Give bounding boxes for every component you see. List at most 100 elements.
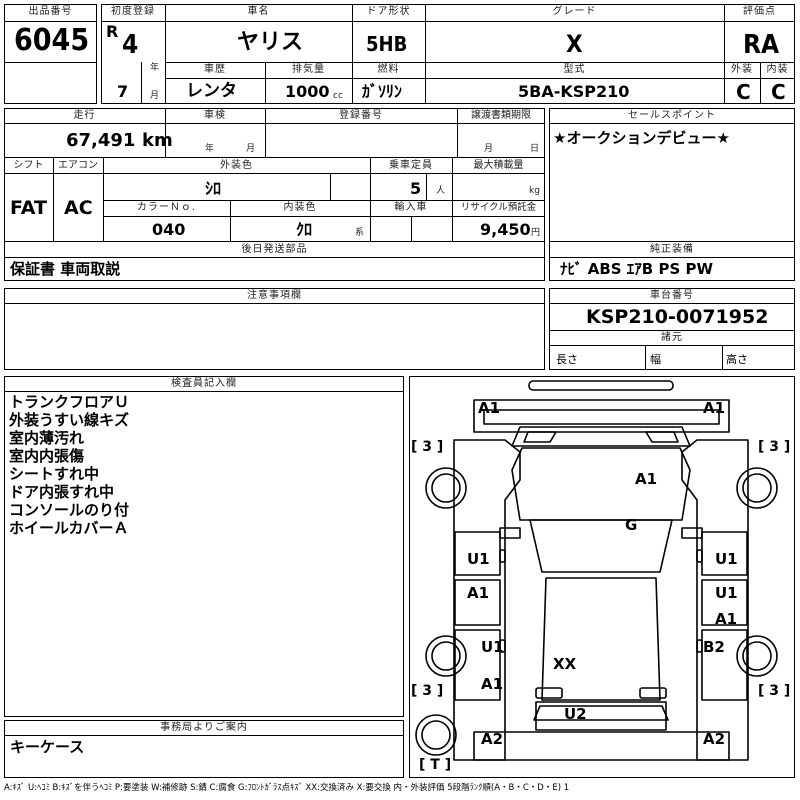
first-reg-label: 初度登録 <box>111 6 155 17</box>
right-fender-mark: U1 <box>715 550 738 568</box>
height-label: 高さ <box>726 353 748 366</box>
color-no-label: カラーＮｏ. <box>136 202 197 213</box>
office-text: キーケース <box>10 738 85 756</box>
sales-box <box>549 108 795 281</box>
inspector-label: 検査員記入欄 <box>171 378 237 389</box>
office-label: 事務局よりご案内 <box>160 722 248 733</box>
era: R <box>106 22 119 41</box>
inspection-label: 車検 <box>204 110 226 121</box>
inspector-box <box>4 376 404 717</box>
mileage-label: 走行 <box>73 110 96 121</box>
reg-month: 7 <box>117 82 129 101</box>
exterior-grade: C <box>736 80 751 104</box>
grade-label: グレード <box>552 6 597 17</box>
transfer-month-unit: 月 <box>484 144 494 154</box>
transfer-label: 譲渡書類期限 <box>471 110 531 121</box>
equipment: ﾅﾋﾞ ABS ｴｱB PS PW <box>560 260 714 278</box>
list-item: トランクフロアＵ <box>9 393 130 411</box>
import-label: 輸入車 <box>394 202 428 213</box>
trunk-mark: U2 <box>564 705 587 723</box>
list-item: 外装うすい線キズ <box>9 411 130 429</box>
windshield-mark: G <box>625 516 638 534</box>
capacity-label: 乗車定員 <box>389 160 433 171</box>
inspector-notes-list: トランクフロアＵ 外装うすい線キズ 室内薄汚れ 室内内張傷 シートすれ中 ドア内… <box>9 393 129 537</box>
left-quarter-mark: A1 <box>481 675 504 693</box>
left-fender-mark: U1 <box>467 550 490 568</box>
displacement-label: 排気量 <box>292 64 325 75</box>
shift-label: シフト <box>13 160 44 171</box>
width-label: 幅 <box>650 353 661 366</box>
roof-mark: XX <box>553 655 577 673</box>
front-left-bumper-mark: A1 <box>478 399 501 417</box>
rear-right-tire-mark: [ 3 ] <box>758 683 791 699</box>
car-name: ヤリス <box>237 30 304 55</box>
capacity: 5 <box>410 179 422 198</box>
left-front-door-mark: A1 <box>467 584 490 602</box>
fuel: ｶﾞｿﾘﾝ <box>362 82 403 101</box>
caution-box <box>4 288 545 370</box>
front-right-bumper-mark: A1 <box>703 399 726 417</box>
ext-color: ｼﾛ <box>205 179 222 198</box>
door-label: ドア形状 <box>366 6 411 17</box>
recycle-fee: 9,450 <box>480 220 531 239</box>
lot-number-label: 出品番号 <box>28 6 73 17</box>
grade: X <box>566 30 583 58</box>
transfer-day-unit: 日 <box>530 144 540 154</box>
later-parts: 保証書 車両取説 <box>10 260 121 278</box>
exterior-label: 外装 <box>731 64 753 75</box>
color-no: 040 <box>152 220 186 239</box>
spare-tire-mark: [ T ] <box>419 757 452 773</box>
caution-label: 注意事項欄 <box>247 290 302 301</box>
load-unit: kg <box>529 186 540 196</box>
hood-mark: A1 <box>635 470 658 488</box>
int-color-unit: 系 <box>355 228 365 238</box>
list-item: ドア内張すれ中 <box>9 483 115 501</box>
right-front-door-mark-2: A1 <box>715 610 738 628</box>
list-item: ホイールカバーＡ <box>9 519 129 537</box>
office-box <box>4 720 404 778</box>
equipment-label: 純正装備 <box>650 244 694 255</box>
lot-box <box>4 4 97 104</box>
history-label: 車歴 <box>204 64 226 75</box>
recycle-unit: 円 <box>531 228 541 238</box>
diagram-box <box>409 376 795 778</box>
rear-left-bumper-mark: A2 <box>481 730 504 748</box>
car-name-label: 車名 <box>247 6 270 17</box>
legend: A:ｷｽﾞ U:ﾍｺﾐ B:ｷｽﾞを伴うﾍｺﾐ P:要塗装 W:補修跡 S:錆 … <box>4 783 570 793</box>
lot-number: 6045 <box>14 23 90 58</box>
list-item: コンソールのり付 <box>9 501 130 519</box>
car-outline <box>415 380 778 761</box>
interior-label: 内装 <box>766 64 789 75</box>
interior-grade: C <box>771 80 786 104</box>
year-unit: 年 <box>150 63 160 73</box>
spec-label: 諸元 <box>661 332 683 343</box>
month-unit: 月 <box>150 91 160 101</box>
list-item: 室内薄汚れ <box>9 429 85 447</box>
fuel-label: 燃料 <box>377 64 400 75</box>
chassis-label: 車台番号 <box>650 290 694 301</box>
ac: AC <box>64 197 93 219</box>
sales-point: ★オークションデビュー★ <box>553 129 730 147</box>
int-color-label: 内装色 <box>283 202 317 213</box>
score-label: 評価点 <box>743 6 776 17</box>
later-parts-label: 後日発送部品 <box>241 244 308 255</box>
ext-color-label: 外装色 <box>220 160 253 171</box>
model-label: 型式 <box>563 64 586 75</box>
int-color: ｸﾛ <box>296 220 313 239</box>
reg-no-label: 登録番号 <box>339 110 383 121</box>
sales-point-label: セールスポイント <box>628 110 716 121</box>
recycle-label: リサイクル預託金 <box>460 202 537 213</box>
score: RA <box>743 30 780 60</box>
inspection-year-unit: 年 <box>205 144 215 154</box>
header-box <box>101 4 795 104</box>
chassis-box <box>549 288 795 370</box>
front-right-tire-mark: [ 3 ] <box>758 439 791 455</box>
front-left-tire-mark: [ 3 ] <box>411 439 444 455</box>
inspection-month-unit: 月 <box>246 144 256 154</box>
right-rear-door-mark: B2 <box>703 638 725 656</box>
chassis-number: KSP210-0071952 <box>586 306 769 328</box>
length-label: 長さ <box>556 353 578 366</box>
displacement-unit: cc <box>333 91 343 101</box>
list-item: 室内内張傷 <box>9 447 85 465</box>
model: 5BA-KSP210 <box>518 82 630 101</box>
